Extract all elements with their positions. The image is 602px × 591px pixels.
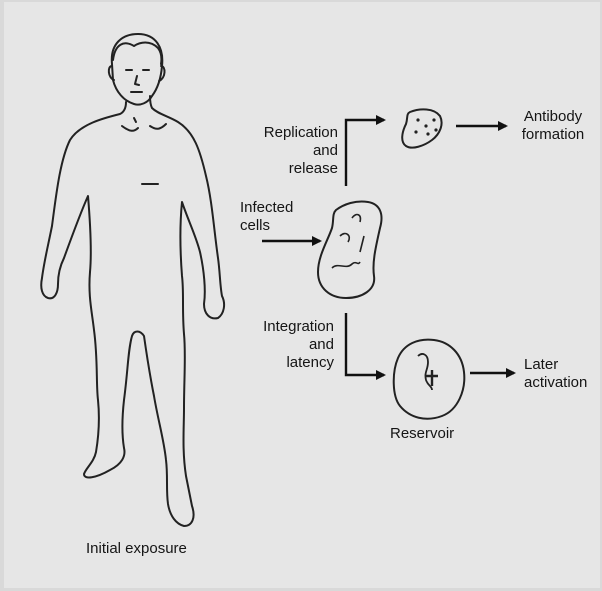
hair: [113, 43, 161, 65]
virus-particle: [414, 130, 417, 133]
virus-particle: [434, 128, 437, 131]
integration-arrow: [346, 313, 384, 375]
chest-mark: [134, 118, 136, 122]
virus-strand: [332, 262, 360, 268]
replication-arrow: [346, 120, 384, 186]
replication-label: Replication and release: [238, 124, 338, 178]
reservoir-cell-outline: [394, 340, 465, 419]
virus-strand: [352, 215, 360, 222]
virus-particle: [416, 118, 419, 121]
virus-strand: [360, 236, 364, 252]
released-virus-cell: [402, 109, 441, 147]
virus-particle: [424, 124, 427, 127]
reservoir-cell: [394, 340, 465, 419]
antibody-formation-label: Antibody formation: [512, 108, 594, 144]
virus-particle: [432, 118, 435, 121]
integration-label: Integration and latency: [230, 318, 334, 372]
virus-particle: [426, 132, 429, 135]
reservoir-label: Reservoir: [390, 425, 480, 443]
virus-strand: [340, 234, 349, 242]
face-features: [126, 70, 149, 92]
integrated-provirus: [418, 354, 432, 390]
collar-lines: [122, 124, 166, 131]
initial-exposure-label: Initial exposure: [86, 540, 226, 558]
infected-cells-label: Infected cells: [240, 199, 330, 235]
later-activation-label: Later activation: [524, 356, 600, 392]
human-figure: [41, 34, 224, 526]
body-outline: [41, 96, 224, 526]
